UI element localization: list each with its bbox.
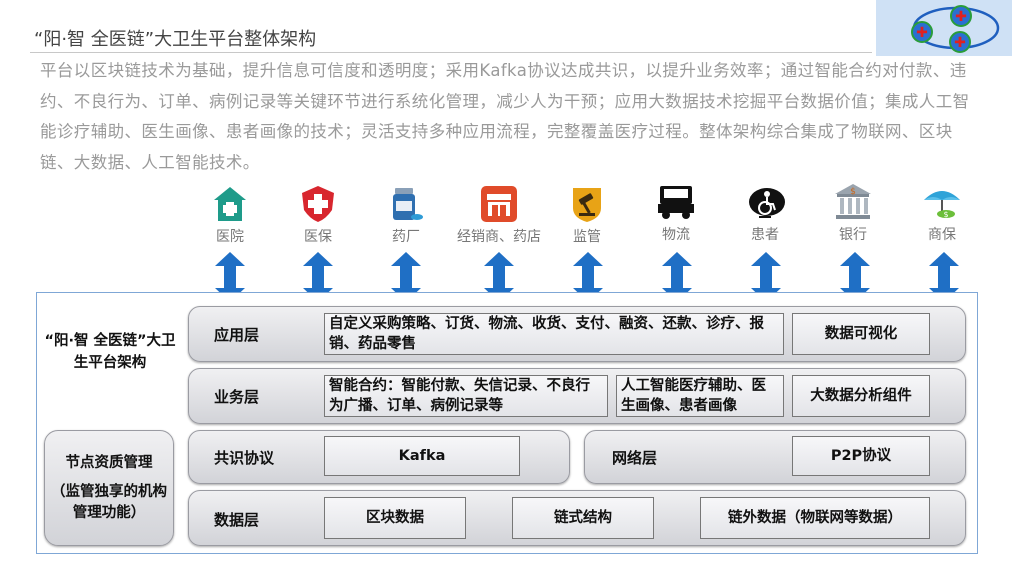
stakeholder-label: 医保 [304, 229, 332, 245]
patient-wheelchair-icon [745, 182, 785, 222]
stakeholder-pharma-factory: 药厂 [366, 184, 446, 246]
node-management-box: 节点资质管理 （监管独享的机构管理功能） [44, 430, 174, 546]
regulator-gavel-icon [567, 184, 607, 224]
medical-insurance-icon [298, 184, 338, 224]
stakeholder-bank: $ 银行 [813, 182, 893, 244]
node-management-title: 节点资质管理 [65, 455, 153, 471]
svg-text:$: $ [850, 187, 856, 197]
architecture-label: “阳·智 全医链”大卫生平台架构 [44, 333, 176, 371]
node-management-subtitle: （监管独享的机构管理功能） [51, 484, 167, 521]
stakeholder-pharmacy: 经销商、药店 [454, 184, 544, 246]
stakeholder-label: 物流 [662, 227, 690, 243]
layer-name: 应用层 [214, 326, 260, 344]
stakeholder-hospital: 医院 [190, 184, 270, 246]
smart-contract-cell: 智能合约：智能付款、失信记录、不良行为广播、订单、病例记录等 [324, 375, 608, 417]
stakeholder-patient: 患者 [725, 182, 805, 244]
title-divider [30, 52, 872, 53]
stakeholder-label: 监管 [573, 229, 601, 245]
offchain-data-cell: 链外数据（物联网等数据） [700, 497, 930, 539]
data-visualization-cell: 数据可视化 [792, 313, 930, 355]
svg-text:✚: ✚ [954, 35, 966, 51]
svg-text:✚: ✚ [955, 9, 967, 25]
stakeholder-medical-insurance: 医保 [278, 184, 358, 246]
svg-text:✚: ✚ [916, 25, 928, 41]
svg-text:$: $ [943, 210, 948, 219]
procurement-functions-cell: 自定义采购策略、订货、物流、收货、支付、融资、还款、诊疗、报销、药品零售 [324, 313, 784, 355]
bigdata-component-cell: 大数据分析组件 [792, 375, 930, 417]
truck-icon [656, 182, 696, 222]
stakeholder-label: 商保 [928, 227, 956, 243]
stakeholder-logistics: 物流 [636, 182, 716, 244]
stakeholder-label: 患者 [751, 227, 779, 243]
layer-name: 业务层 [214, 388, 260, 406]
stakeholder-commercial-insurance: $ 商保 [902, 182, 982, 244]
chain-structure-cell: 链式结构 [512, 497, 654, 539]
corner-logo: ✚ ✚ ✚ [876, 0, 1012, 56]
pharmaceutical-factory-icon [386, 184, 426, 224]
layer-name: 共识协议 [214, 449, 275, 467]
stakeholder-label: 银行 [839, 227, 867, 243]
pharmacy-store-icon [479, 184, 519, 224]
stakeholder-label: 经销商、药店 [457, 229, 541, 245]
page-title: “阳·智 全医链”大卫生平台整体架构 [34, 29, 317, 50]
block-data-cell: 区块数据 [324, 497, 466, 539]
layer-name: 网络层 [612, 449, 658, 467]
p2p-protocol-cell: P2P协议 [792, 436, 930, 476]
kafka-cell: Kafka [324, 436, 520, 476]
stakeholder-label: 医院 [216, 229, 244, 245]
commercial-insurance-icon: $ [922, 182, 962, 222]
stakeholder-regulator: 监管 [547, 184, 627, 246]
intro-paragraph: 平台以区块链技术为基础，提升信息可信度和透明度；采用Kafka协议达成共识，以提… [40, 61, 970, 172]
hospital-icon [210, 184, 250, 224]
stakeholder-label: 药厂 [392, 229, 420, 245]
ai-medical-cell: 人工智能医疗辅助、医生画像、患者画像 [616, 375, 784, 417]
layer-name: 数据层 [214, 511, 260, 529]
bank-icon: $ [833, 182, 873, 222]
